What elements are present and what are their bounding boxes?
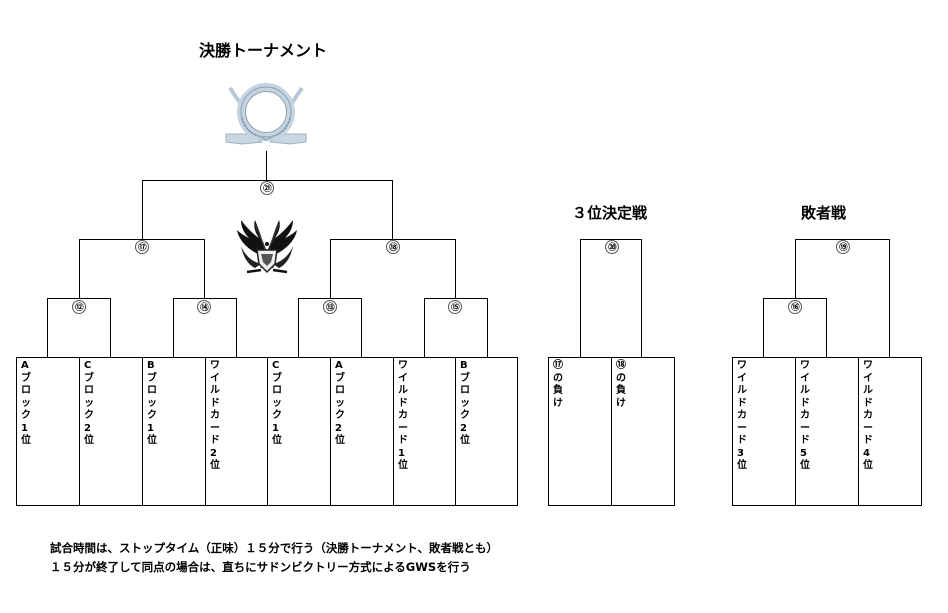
match-number-15: ⑮ [448,300,462,314]
losers-slots-grid: ワイルドカード3位 ワイルドカード5位 ワイルドカード4位 [732,357,922,506]
match-16-line [763,298,827,299]
match-17-right-line [204,239,205,298]
match-number-20: ⑳ [605,240,619,254]
match-14-right-line [236,298,237,357]
slot-c-block-2nd: Cブロック2位 [79,358,142,505]
match-13-right-line [361,298,362,357]
match-14-line [173,298,236,299]
match-18-right-line [455,239,456,298]
match-15-right-line [487,298,488,357]
final-slots-grid: Aブロック1位 Cブロック2位 Bブロック1位 ワイルドカード2位 Cブロック1… [16,357,518,506]
match-20-line [580,239,642,240]
match-14-left-line [173,298,174,357]
match-15-line [424,298,487,299]
match-19-right-line [889,239,890,357]
match-12-line [47,298,110,299]
final-stem-line [266,151,267,180]
slot-b-block-1st: Bブロック1位 [142,358,205,505]
slot-wildcard-3rd: ワイルドカード3位 [737,360,747,471]
slot-a-block-1st: Aブロック1位 [21,360,31,446]
match-12-left-line [47,298,48,357]
match-number-14: ⑭ [197,300,211,314]
slot-wildcard-2nd: ワイルドカード2位 [205,358,268,505]
match-20-left-line [580,239,581,357]
third-place-slots-grid: ⑰の負け ⑱の負け [548,357,675,506]
match-17-left-line [79,239,80,298]
slot-c-block-1st: Cブロック1位 [267,358,330,505]
match-21-left-line [142,180,143,239]
rule-note-time: 試合時間は、ストップタイム（正味）１５分で行う（決勝トーナメント、敗者戦とも） [50,541,499,555]
match-21-line [142,180,393,181]
slot-b-block-2nd: Bブロック2位 [455,358,517,505]
match-16-right-line [826,298,827,357]
rule-note-tiebreak: １５分が終了して同点の場合は、直ちにサドンビクトリー方式によるGWSを行う [50,560,471,574]
match-18-line [330,239,456,240]
match-18-left-line [330,239,331,298]
slot-loser-of-18: ⑱の負け [611,358,674,505]
trophy-wreath-emblem [225,83,307,145]
match-21-right-line [392,180,393,239]
third-place-title: ３位決定戦 [572,204,648,222]
match-17-line [79,239,205,240]
match-19-line [795,239,890,240]
match-20-right-line [641,239,642,357]
slot-loser-of-17: ⑰の負け [553,360,563,409]
match-number-16: ⑯ [788,300,802,314]
final-tournament-title: 決勝トーナメント [199,41,328,60]
match-16-left-line [763,298,764,357]
match-number-17: ⑰ [135,240,149,254]
slot-a-block-2nd: Aブロック2位 [330,358,393,505]
match-number-18: ⑱ [386,240,400,254]
match-13-line [298,298,361,299]
slot-wildcard-1st: ワイルドカード1位 [393,358,456,505]
match-12-right-line [110,298,111,357]
match-19-left-line [795,239,796,298]
match-number-13: ⑬ [323,300,337,314]
match-number-12: ⑫ [72,300,86,314]
losers-title: 敗者戦 [801,204,847,222]
match-15-left-line [424,298,425,357]
match-number-19: ⑲ [836,240,850,254]
slot-wildcard-4th: ワイルドカード4位 [858,358,921,505]
winged-crest-emblem [237,220,297,274]
match-number-21: ㉑ [260,181,274,195]
match-13-left-line [298,298,299,357]
slot-wildcard-5th: ワイルドカード5位 [795,358,858,505]
